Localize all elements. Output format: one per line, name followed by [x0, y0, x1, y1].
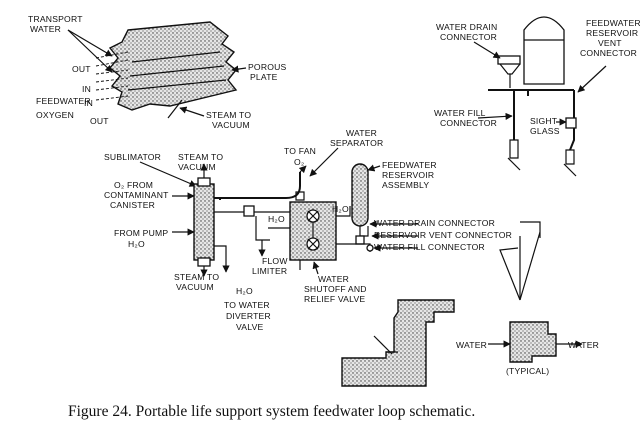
- label-out-top: OUT: [72, 64, 91, 74]
- label-h2o-center: H₂O: [268, 214, 285, 224]
- label-feedwater: FEEDWATER: [36, 96, 91, 106]
- typical-connector: WATER WATER (TYPICAL): [456, 321, 599, 376]
- label-oxygen: OXYGEN: [36, 110, 74, 120]
- label-h2o-reservoir: H₂O: [332, 204, 349, 214]
- label-in-mid: IN: [84, 98, 93, 108]
- sublimator-cutaway: [95, 21, 238, 111]
- label-sublimator: SUBLIMATOR: [104, 152, 161, 162]
- label-water-drain-connector: WATER DRAIN CONNECTOR: [374, 218, 495, 228]
- stepped-block: [341, 299, 455, 387]
- main-loop: [172, 163, 541, 301]
- figure-caption: Figure 24. Portable life support system …: [68, 403, 475, 420]
- label-to-fan: TO FAN: [284, 146, 316, 156]
- label-to-fan-o2: O₂: [294, 157, 304, 167]
- label-water-fill-connector: WATER FILL CONNECTOR: [374, 242, 485, 252]
- label-water-out: WATER: [568, 340, 599, 350]
- label-water-in: WATER: [456, 340, 487, 350]
- label-typical: (TYPICAL): [506, 366, 549, 376]
- reservoir-connectors: [488, 16, 577, 177]
- label-in-top: IN: [82, 84, 91, 94]
- feedwater-reservoir: [351, 163, 369, 227]
- sublimator-body: [193, 183, 215, 261]
- label-reservoir-vent-connector: RESERVOIR VENT CONNECTOR: [374, 230, 512, 240]
- label-out-bottom: OUT: [90, 116, 109, 126]
